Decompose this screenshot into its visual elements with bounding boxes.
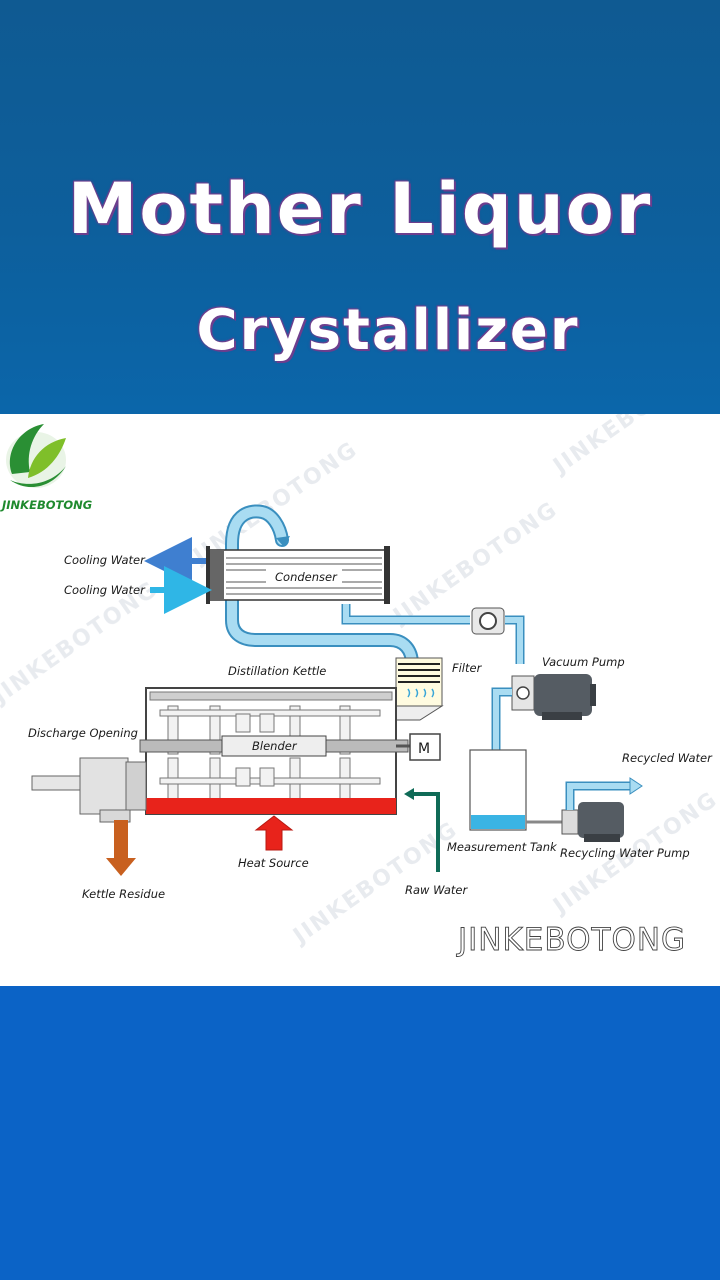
pump-to-tank-pipe	[491, 687, 512, 750]
condenser-to-pump-pipe	[341, 604, 525, 664]
condenser-label: Condenser	[275, 570, 338, 584]
recycling-water-pump-label: Recycling Water Pump	[560, 846, 690, 860]
kettle-residue-label: Kettle Residue	[82, 887, 165, 901]
filter: Filter	[395, 657, 483, 721]
company-logo: JINKEBOTONG	[0, 424, 92, 512]
brand-signature: JINKEBOTONG	[456, 922, 686, 958]
title-line-1: Mother Liquor	[67, 168, 653, 250]
discharge-opening: Discharge Opening	[28, 726, 147, 823]
heat-source-label: Heat Source	[238, 856, 309, 870]
vacuum-pump: Vacuum Pump	[511, 655, 625, 720]
distillation-kettle-label: Distillation Kettle	[228, 664, 326, 678]
cooling-water-in-label: Cooling Water	[64, 583, 146, 597]
raw-water-pipe: Raw Water	[404, 788, 468, 897]
raw-water-label: Raw Water	[405, 883, 468, 897]
blender-label: Blender	[252, 739, 298, 753]
title-line-2: Crystallizer	[196, 298, 580, 363]
measurement-tank-label: Measurement Tank	[447, 840, 558, 854]
kettle-residue-arrow: Kettle Residue	[82, 820, 165, 901]
motor: M	[396, 733, 441, 761]
motor-label: M	[418, 741, 430, 757]
vacuum-pump-label: Vacuum Pump	[542, 655, 625, 669]
measurement-tank: Measurement Tank	[447, 749, 558, 854]
heat-source-arrow: Heat Source	[238, 815, 309, 870]
recycling-water-pump: Recycled Water Recycling Water Pump	[526, 751, 713, 860]
watermark: JINKEBOTONG JINKEBOTONG JINKEBOTONG JINK…	[0, 414, 720, 950]
cooling-water-arrows: Cooling Water Cooling Water	[64, 537, 212, 614]
process-diagram: JINKEBOTONG JINKEBOTONG JINKEBOTONG JINK…	[0, 414, 720, 986]
filter-label: Filter	[452, 661, 483, 675]
discharge-opening-label: Discharge Opening	[28, 726, 138, 740]
recycled-water-label: Recycled Water	[622, 751, 713, 765]
logo-text: JINKEBOTONG	[0, 498, 92, 512]
cooling-water-out-label: Cooling Water	[64, 553, 146, 567]
condenser: Condenser	[206, 546, 390, 604]
svg-text:JINKEBOTONG: JINKEBOTONG	[547, 414, 720, 480]
process-diagram-svg: JINKEBOTONG JINKEBOTONG JINKEBOTONG JINK…	[0, 414, 720, 958]
distillation-kettle: Distillation Kettle Blender	[139, 664, 409, 815]
header-banner: Mother Liquor Crystallizer	[0, 0, 720, 414]
footer-band	[0, 986, 720, 1280]
vapor-pipe	[225, 504, 419, 665]
